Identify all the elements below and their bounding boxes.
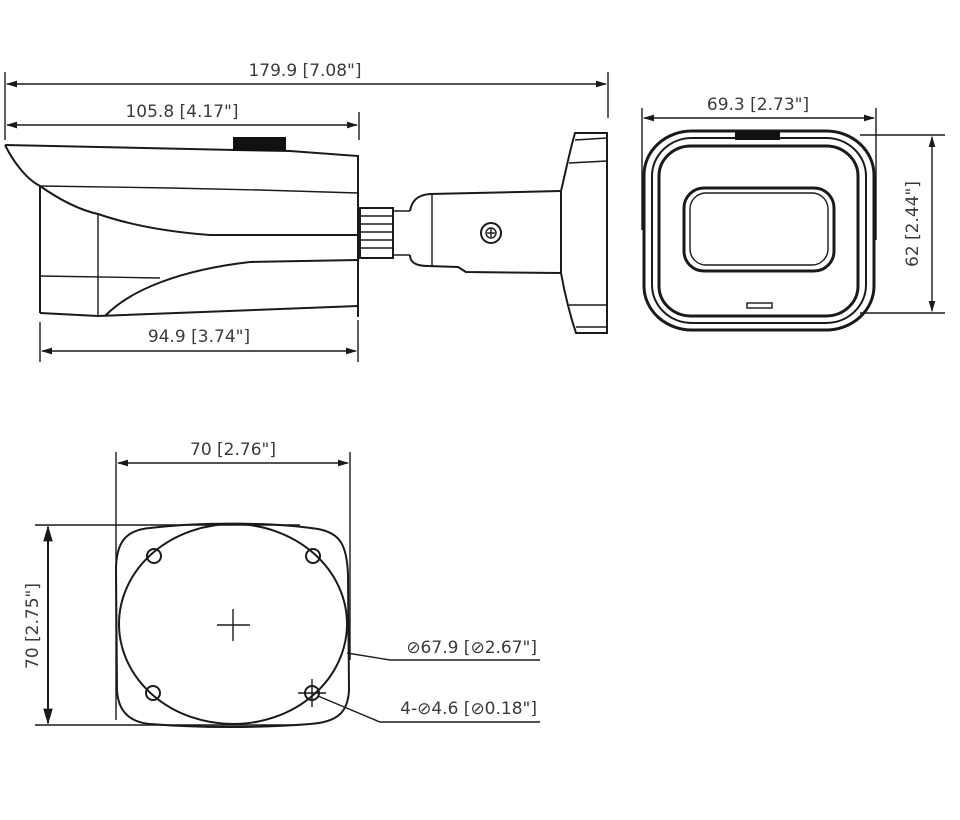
mounting-bracket [359, 132, 608, 334]
housing-length-label: 105.8 [4.17"] [125, 102, 238, 122]
housing-length-dimension: 105.8 [4.17"] [5, 102, 360, 140]
front-width-label: 69.3 [2.73"] [707, 95, 809, 115]
mount-circle-callout: ⊘67.9 [⊘2.67"] [346, 638, 540, 661]
mount-holes-label: 4-⊘4.6 [⊘0.18"] [400, 699, 537, 719]
body-length-dimension: 94.9 [3.74"] [39, 320, 359, 362]
base-width-label: 70 [2.76"] [190, 440, 276, 460]
overall-length-label: 179.9 [7.08"] [248, 61, 361, 81]
camera-housing [4, 137, 359, 318]
mount-hole-icon [145, 685, 161, 701]
front-view: 69.3 [2.73"] 62 [2.44"] [641, 95, 945, 332]
mount-circle-label: ⊘67.9 [⊘2.67"] [406, 638, 537, 658]
base-width-dimension: 70 [2.76"] [115, 440, 351, 720]
front-width-dimension: 69.3 [2.73"] [641, 95, 877, 240]
body-length-label: 94.9 [3.74"] [148, 327, 250, 347]
front-height-label: 62 [2.44"] [903, 181, 923, 267]
overall-length-dimension: 179.9 [7.08"] [4, 61, 609, 140]
base-plate-outline [114, 522, 351, 728]
mount-hole-icon [305, 548, 321, 564]
front-height-dimension: 62 [2.44"] [860, 134, 945, 314]
side-view: 179.9 [7.08"] 105.8 [4.17"] [4, 61, 609, 362]
camera-front-outline [642, 129, 876, 332]
mount-hole-icon [146, 548, 162, 564]
mount-holes-callout: 4-⊘4.6 [⊘0.18"] [317, 695, 540, 723]
base-view: 70 [2.76"] 70 [2.75"] ⊘67.9 [⊘2.67"] [23, 440, 540, 728]
base-height-label: 70 [2.75"] [23, 583, 43, 669]
